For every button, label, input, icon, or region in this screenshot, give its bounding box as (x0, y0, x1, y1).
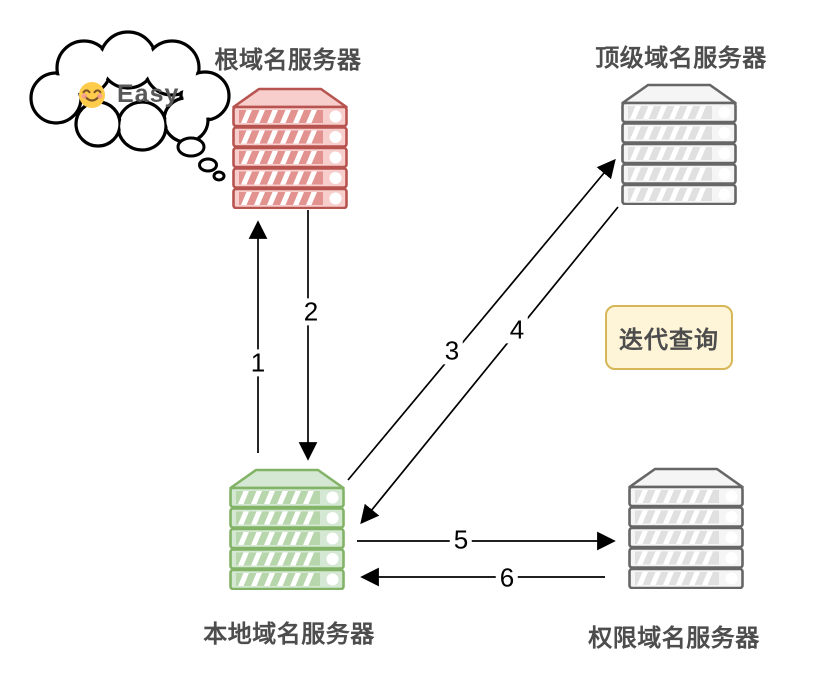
local-server-label: 本地域名服务器 (203, 621, 375, 648)
arrow-3-label: 3 (440, 337, 464, 365)
tld-dns-server-icon (621, 83, 737, 205)
thought-trail-bubbles (176, 136, 226, 182)
easy-label: Easy (117, 80, 180, 108)
root-server-label: 根域名服务器 (214, 47, 362, 74)
arrow-4-label: 4 (505, 316, 529, 344)
authoritative-dns-server-icon (628, 467, 744, 589)
thought-cloud-outline (29, 30, 231, 182)
local-dns-server-icon (229, 468, 345, 590)
arrow-6-label: 6 (495, 564, 519, 592)
arrow-5-label: 5 (449, 526, 473, 554)
iterative-query-badge: 迭代查询 (605, 305, 733, 370)
thought-cloud (20, 28, 240, 188)
arrow-1-label: 1 (246, 349, 270, 377)
root-dns-server-icon (232, 87, 348, 209)
arrow-2-label: 2 (299, 298, 323, 326)
tld-server-label: 顶级域名服务器 (595, 45, 767, 72)
auth-server-label: 权限域名服务器 (588, 625, 760, 652)
smiley-face-icon (78, 81, 106, 109)
arrow-3-line (347, 158, 616, 481)
arrow-4-line (360, 206, 619, 525)
